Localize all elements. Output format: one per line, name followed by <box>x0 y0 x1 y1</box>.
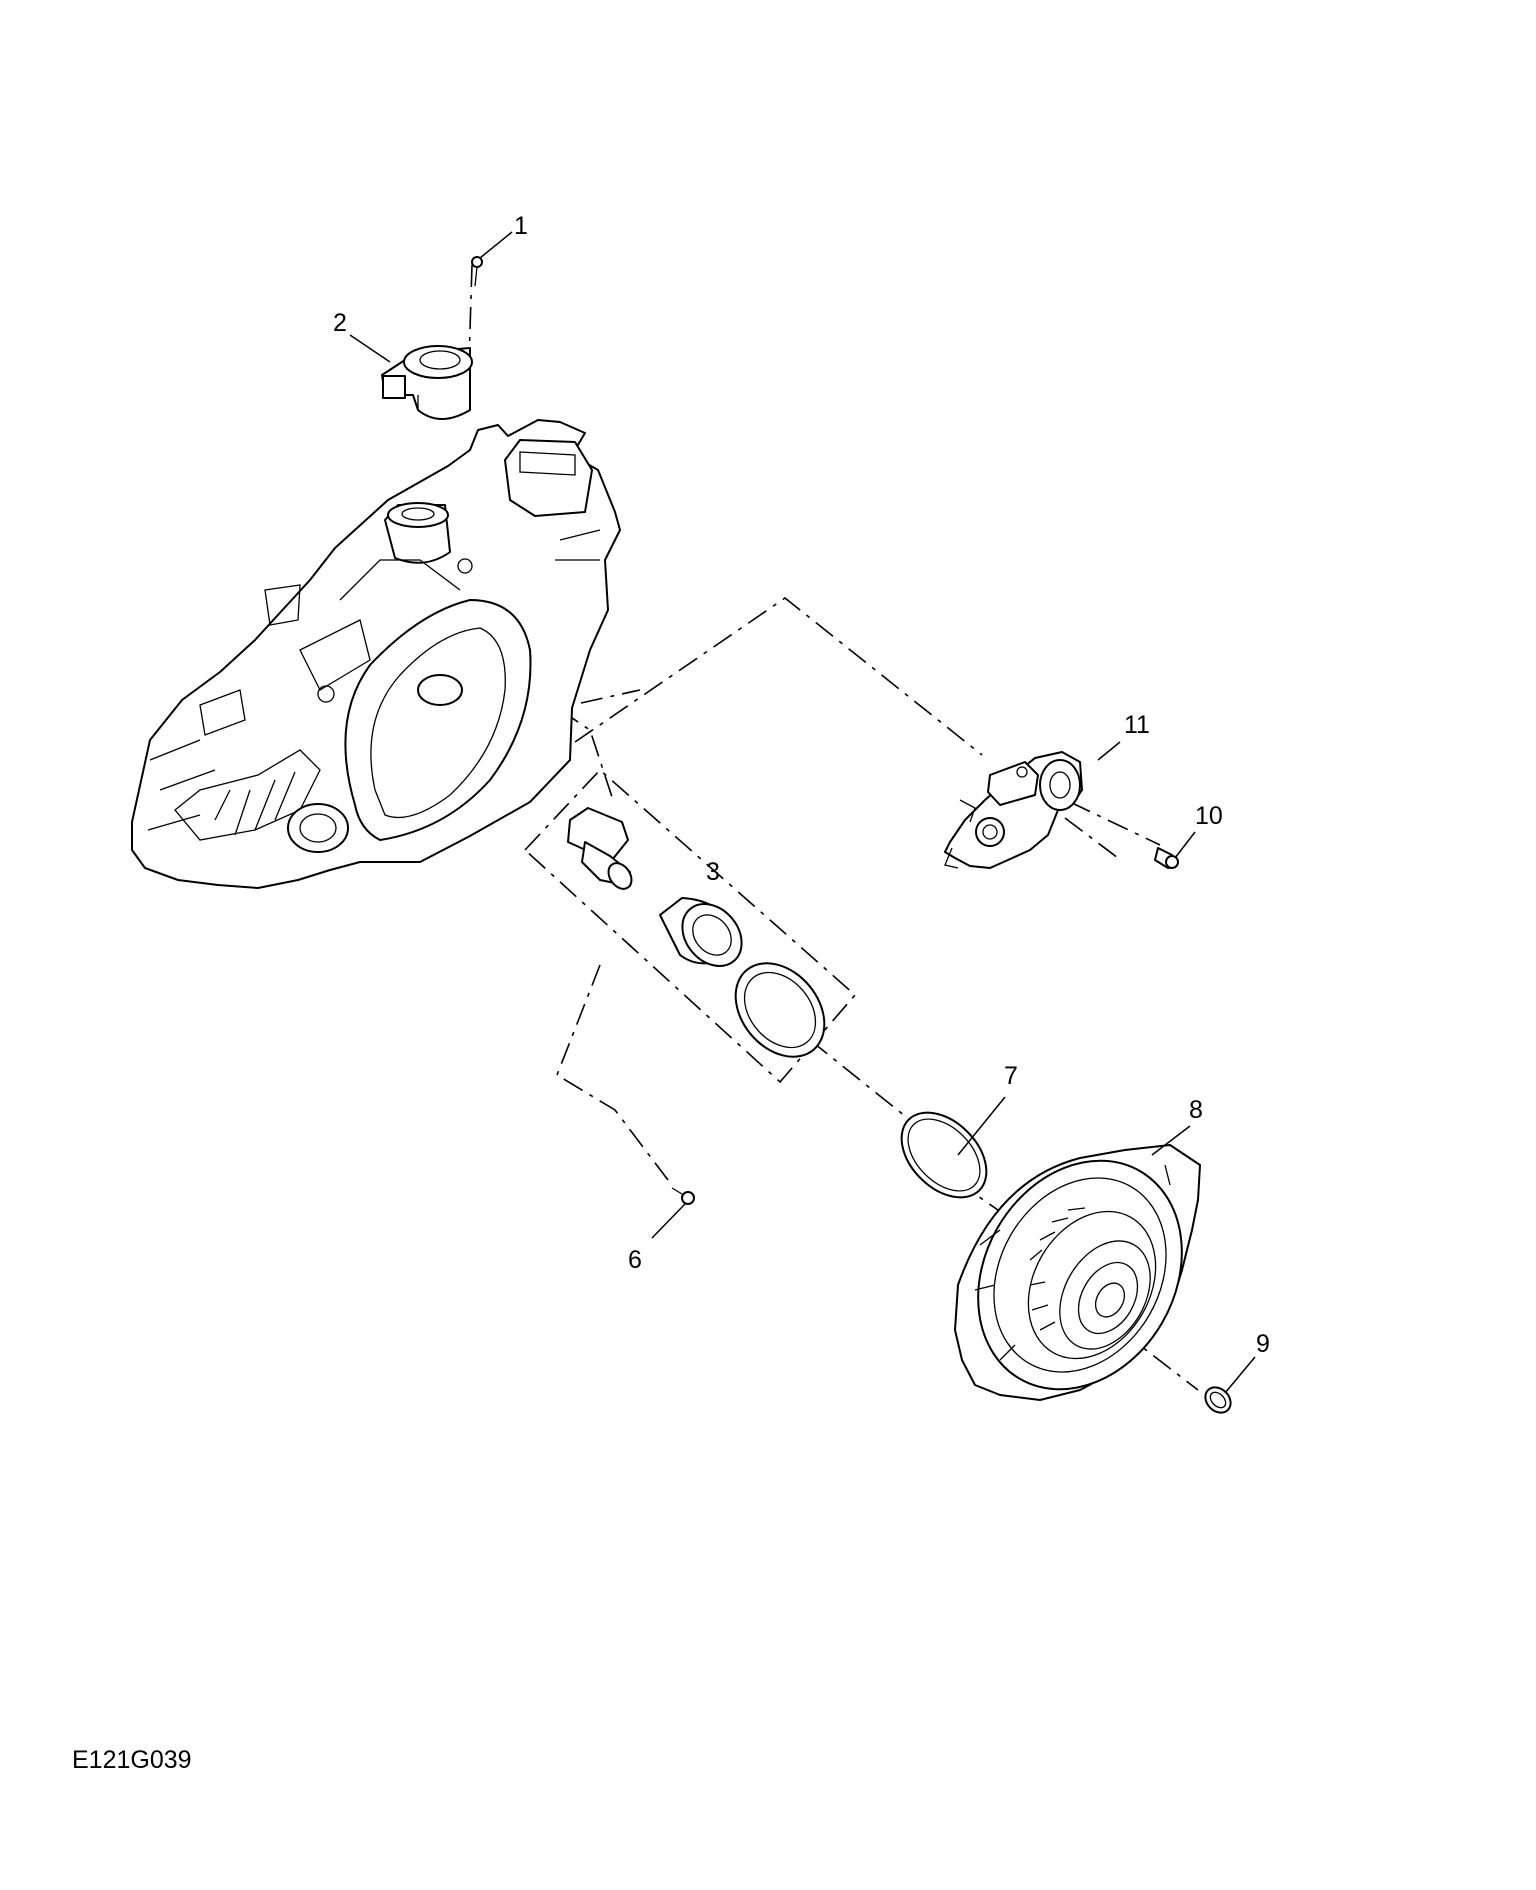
callout-9: 9 <box>1256 1330 1270 1358</box>
callout-10: 10 <box>1195 802 1223 830</box>
callout-1: 1 <box>514 212 528 240</box>
leader-lines <box>349 231 1256 1394</box>
callout-3: 3 <box>706 858 720 886</box>
callout-8: 8 <box>1189 1096 1203 1124</box>
callout-11: 11 <box>1124 711 1150 739</box>
callout-2: 2 <box>333 309 347 337</box>
part-7-o-ring <box>900 1111 988 1199</box>
part-6-bolt <box>671 1187 695 1205</box>
transmission-housing <box>131 419 621 889</box>
part-2-sensor <box>381 345 473 420</box>
part-1-bolt <box>471 256 483 287</box>
part-3-slave-cylinder <box>567 807 826 1058</box>
figure-reference: E121G039 <box>72 1746 192 1774</box>
part-10-bolt <box>1154 847 1179 869</box>
callout-6: 6 <box>628 1246 642 1274</box>
callouts: 1 2 3 6 7 8 9 10 11 <box>333 212 1270 1358</box>
part-8-clutch-assembly <box>954 1144 1201 1401</box>
part-11-actuator <box>944 751 1083 869</box>
callout-7: 7 <box>1004 1062 1018 1090</box>
